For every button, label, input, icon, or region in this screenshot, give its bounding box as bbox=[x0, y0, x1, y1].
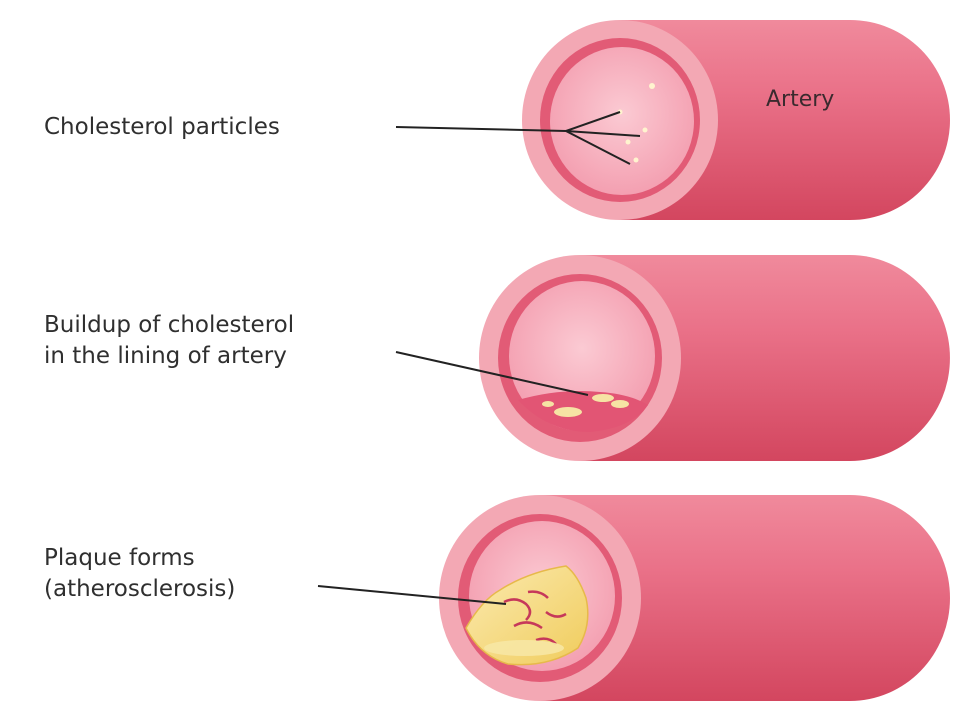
cholesterol-particles-text: Cholesterol particles bbox=[44, 114, 280, 140]
artery-lumen bbox=[509, 281, 655, 431]
buildup-label-line1: Buildup of cholesterol bbox=[44, 312, 295, 338]
leader-line-buildup bbox=[395, 351, 589, 396]
cholesterol-deposit bbox=[554, 407, 582, 417]
leader-line-plaque bbox=[317, 585, 507, 605]
cholesterol-deposit bbox=[542, 401, 554, 407]
cholesterol-deposit bbox=[611, 400, 629, 408]
cholesterol-particle bbox=[633, 157, 639, 163]
artery-label: Artery bbox=[766, 84, 834, 115]
artery-body bbox=[540, 495, 950, 701]
artery-label-text: Artery bbox=[766, 87, 835, 112]
plaque-core bbox=[503, 590, 567, 645]
artery-plaque bbox=[317, 495, 950, 701]
cholesterol-particle bbox=[625, 139, 631, 145]
cholesterol-deposit bbox=[592, 394, 614, 402]
plaque-fibrous-cap bbox=[484, 640, 564, 656]
artery-healthy bbox=[395, 20, 950, 220]
leader-lines-cholesterol bbox=[395, 111, 641, 165]
plaque-label-line1: Plaque forms bbox=[44, 545, 195, 571]
plaque-label: Plaque forms (atherosclerosis) bbox=[44, 543, 235, 605]
artery-buildup bbox=[395, 255, 950, 461]
artery-body bbox=[580, 255, 950, 461]
cholesterol-particle bbox=[642, 127, 648, 133]
cholesterol-particles-label: Cholesterol particles bbox=[44, 112, 280, 143]
plaque-label-line2: (atherosclerosis) bbox=[44, 576, 236, 602]
cholesterol-particle bbox=[649, 83, 655, 89]
buildup-label: Buildup of cholesterol in the lining of … bbox=[44, 310, 294, 372]
artery-lumen bbox=[550, 47, 694, 195]
buildup-label-line2: in the lining of artery bbox=[44, 343, 287, 369]
plaque-mass bbox=[465, 565, 589, 666]
